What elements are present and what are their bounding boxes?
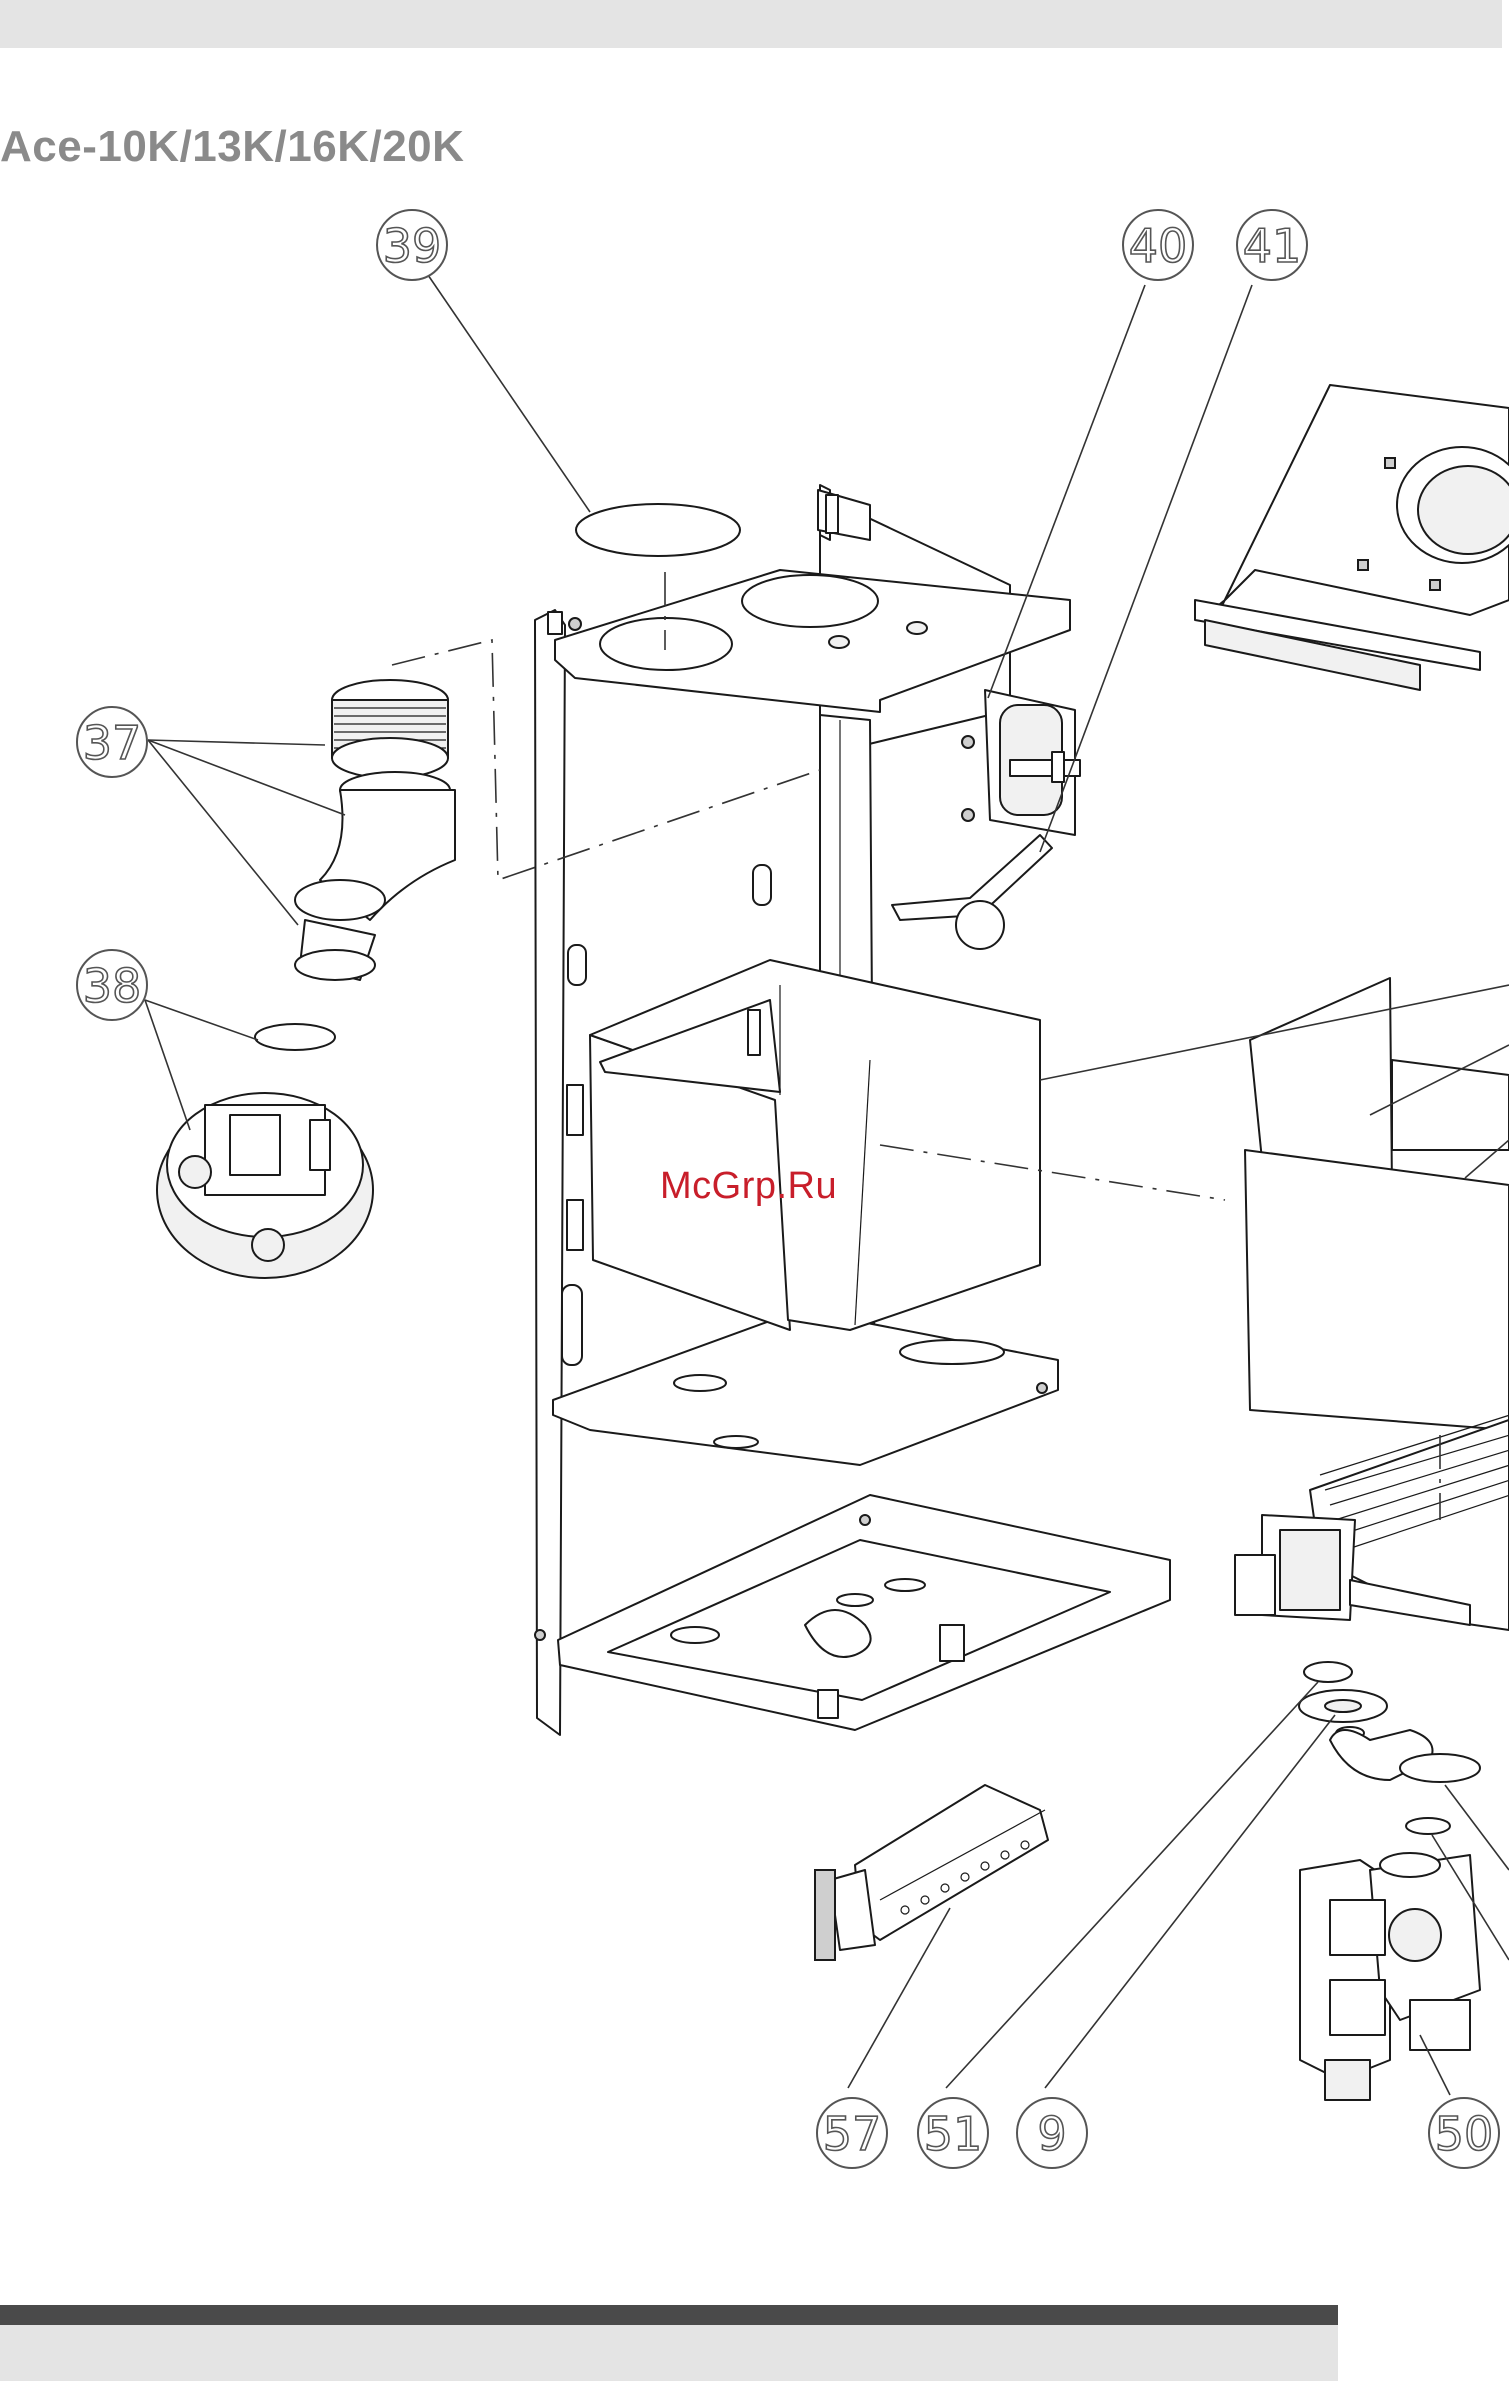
flue-hood	[1195, 385, 1509, 690]
callout-9-label: 9	[1037, 2107, 1066, 2161]
bottom-footer-band	[0, 2325, 1338, 2381]
callout-57: 57	[817, 2098, 887, 2168]
callout-37-label: 37	[83, 716, 142, 770]
callout-39-label: 39	[383, 219, 442, 273]
callout-9: 9	[1017, 2098, 1087, 2168]
callout-41-label: 41	[1243, 219, 1302, 273]
gas-fittings	[1299, 1662, 1480, 1834]
gas-valve-50	[1300, 1853, 1480, 2100]
combustion-chamber-panels	[1245, 978, 1509, 1430]
boiler-frame	[535, 485, 1170, 1735]
callout-39: 39	[377, 210, 447, 280]
callout-40: 40	[1123, 210, 1193, 280]
callout-40-label: 40	[1129, 219, 1188, 273]
burner-manifold-57	[815, 1785, 1048, 1960]
callout-38: 38	[77, 950, 147, 1020]
ignition-electrode	[892, 835, 1052, 949]
callout-57-label: 57	[823, 2107, 882, 2161]
flue-elbow-37	[295, 680, 455, 980]
fan-38	[157, 1024, 373, 1278]
bottom-footer-band-dark	[0, 2305, 1338, 2325]
callout-38-label: 38	[83, 959, 142, 1013]
gasket-disc-39	[576, 504, 740, 556]
callout-37: 37	[77, 707, 147, 777]
heat-exchanger	[1235, 1415, 1509, 1630]
watermark-text: McGrp.Ru	[660, 1165, 837, 1208]
callout-41: 41	[1237, 210, 1307, 280]
callout-51-label: 51	[924, 2107, 983, 2161]
callout-50-label: 50	[1435, 2107, 1494, 2161]
callout-51: 51	[918, 2098, 988, 2168]
callout-50: 50	[1429, 2098, 1499, 2168]
